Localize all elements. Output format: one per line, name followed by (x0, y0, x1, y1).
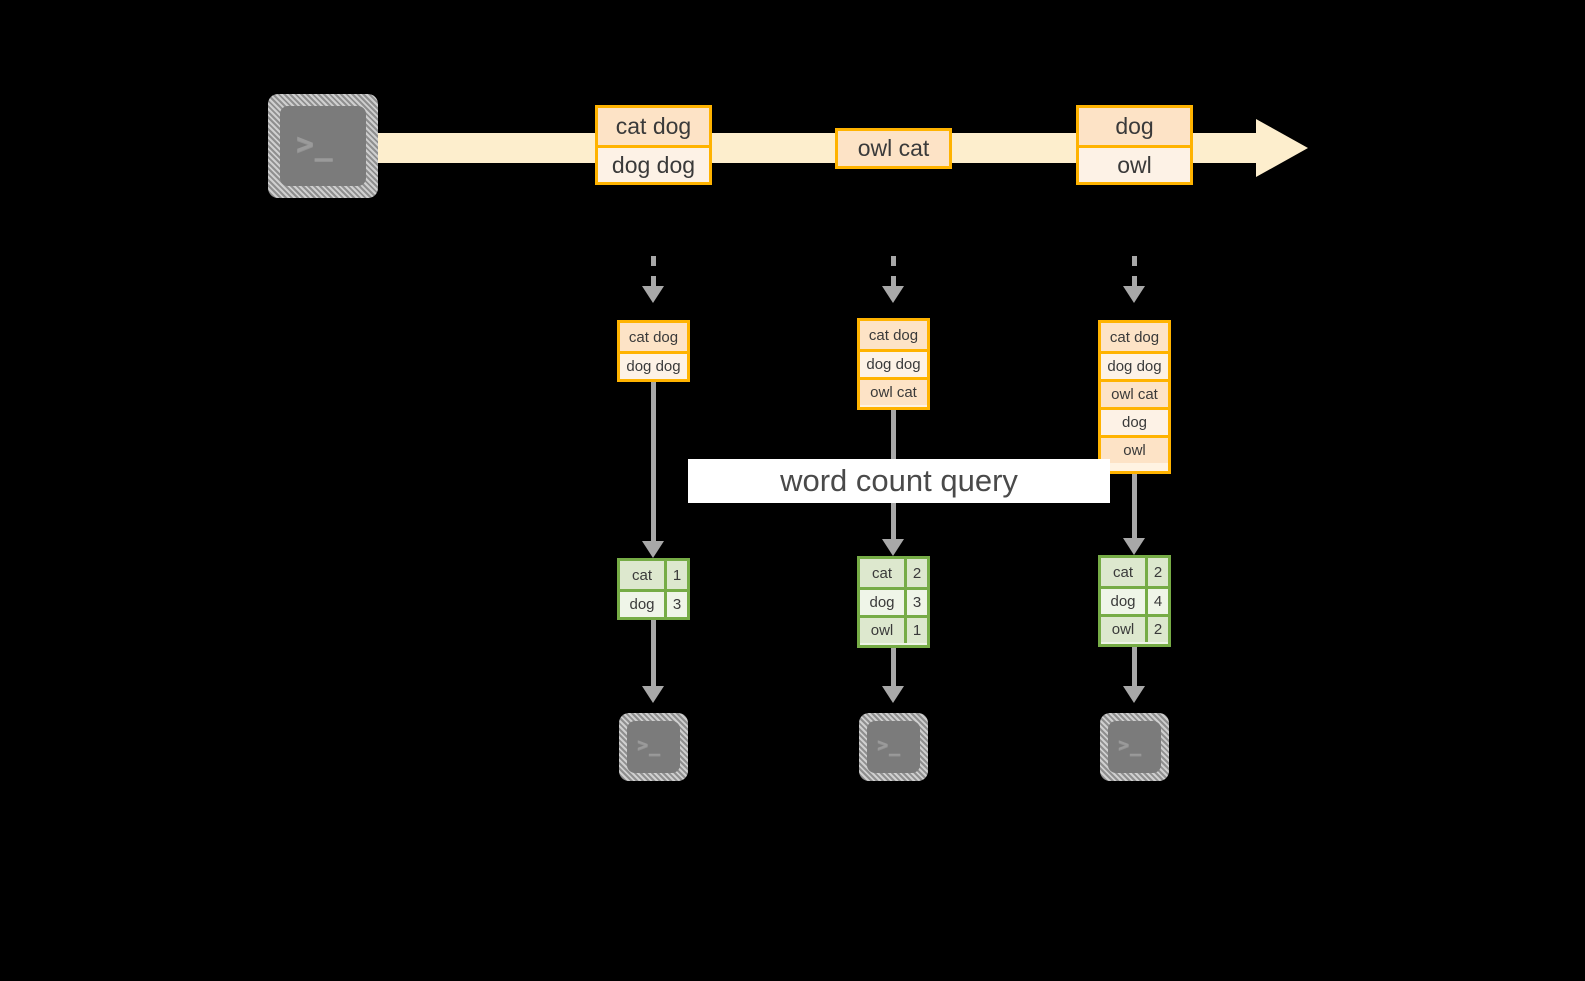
stream-record-line: owl cat (838, 131, 949, 166)
query-label: word count query (780, 463, 1018, 498)
stream-record: owl cat (835, 128, 952, 169)
snapshot-tap-arrowhead (1123, 286, 1145, 303)
sink-flow-line (891, 648, 896, 690)
result-row: dog 3 (620, 589, 687, 617)
terminal-face (1108, 721, 1161, 773)
terminal-face (867, 721, 920, 773)
result-row: owl 1 (860, 615, 927, 643)
snapshot-input-table: cat dog dog dog owl cat (857, 318, 930, 410)
result-count-cell: 1 (907, 618, 927, 643)
query-label-band (688, 459, 1110, 503)
result-word-cell: owl (860, 618, 907, 643)
terminal-face (627, 721, 680, 773)
result-count-cell: 3 (667, 592, 687, 617)
result-count-cell: 2 (907, 559, 927, 587)
result-word-cell: cat (860, 559, 907, 587)
query-flow-arrowhead (642, 541, 664, 558)
result-count-cell: 2 (1148, 617, 1168, 642)
sink-flow-line (651, 620, 656, 690)
terminal-prompt-glyph: >_ (296, 127, 334, 162)
snapshot-input-line: owl cat (1101, 379, 1168, 407)
sink-flow-arrowhead (1123, 686, 1145, 703)
snapshot-input-line: cat dog (860, 321, 927, 349)
sink-terminal-icon: >_ (619, 713, 688, 781)
snapshot-input-line: dog dog (1101, 351, 1168, 379)
query-flow-line (1132, 474, 1137, 544)
terminal-prompt-glyph: >_ (637, 734, 661, 756)
sink-terminal-icon: >_ (859, 713, 928, 781)
result-table: cat 2 dog 4 owl 2 (1098, 555, 1171, 647)
source-terminal-icon: >_ (268, 94, 378, 198)
query-flow-arrowhead (1123, 538, 1145, 555)
snapshot-tap-arrowhead (642, 286, 664, 303)
snapshot-input-line: cat dog (620, 323, 687, 351)
snapshot-input-table: cat dog dog dog owl cat dog owl (1098, 320, 1171, 474)
result-word-cell: dog (620, 592, 667, 617)
sink-flow-line (1132, 647, 1137, 690)
result-word-cell: cat (1101, 558, 1148, 586)
terminal-face (280, 106, 366, 186)
result-row: dog 4 (1101, 586, 1168, 614)
stream-record: cat dog dog dog (595, 105, 712, 185)
snapshot-input-line: dog dog (860, 349, 927, 377)
stream-record-line: dog dog (598, 145, 709, 182)
terminal-prompt-glyph: >_ (877, 734, 901, 756)
result-row: dog 3 (860, 587, 927, 615)
result-row: owl 2 (1101, 614, 1168, 642)
result-word-cell: dog (1101, 589, 1148, 614)
terminal-prompt-glyph: >_ (1118, 734, 1142, 756)
stream-record-line: owl (1079, 145, 1190, 182)
sink-flow-arrowhead (882, 686, 904, 703)
snapshot-tap-line (651, 256, 656, 286)
snapshot-tap-line (891, 256, 896, 286)
sink-terminal-icon: >_ (1100, 713, 1169, 781)
result-row: cat 2 (860, 559, 927, 587)
stream-record: dog owl (1076, 105, 1193, 185)
result-count-cell: 2 (1148, 558, 1168, 586)
query-flow-line (651, 382, 656, 547)
snapshot-input-line: cat dog (1101, 323, 1168, 351)
snapshot-tap-arrowhead (882, 286, 904, 303)
result-word-cell: cat (620, 561, 667, 589)
result-table: cat 1 dog 3 (617, 558, 690, 620)
result-count-cell: 1 (667, 561, 687, 589)
snapshot-input-line: owl cat (860, 377, 927, 405)
snapshot-input-line: dog (1101, 407, 1168, 435)
stream-record-line: dog (1079, 108, 1190, 145)
result-word-cell: dog (860, 590, 907, 615)
snapshot-tap-line (1132, 256, 1137, 286)
result-table: cat 2 dog 3 owl 1 (857, 556, 930, 648)
snapshot-input-table: cat dog dog dog (617, 320, 690, 382)
result-word-cell: owl (1101, 617, 1148, 642)
result-row: cat 2 (1101, 558, 1168, 586)
stream-record-line: cat dog (598, 108, 709, 145)
result-row: cat 1 (620, 561, 687, 589)
result-count-cell: 4 (1148, 589, 1168, 614)
result-count-cell: 3 (907, 590, 927, 615)
sink-flow-arrowhead (642, 686, 664, 703)
snapshot-input-line: owl (1101, 435, 1168, 463)
stream-arrow-head (1256, 119, 1308, 177)
snapshot-input-line: dog dog (620, 351, 687, 379)
query-flow-arrowhead (882, 539, 904, 556)
